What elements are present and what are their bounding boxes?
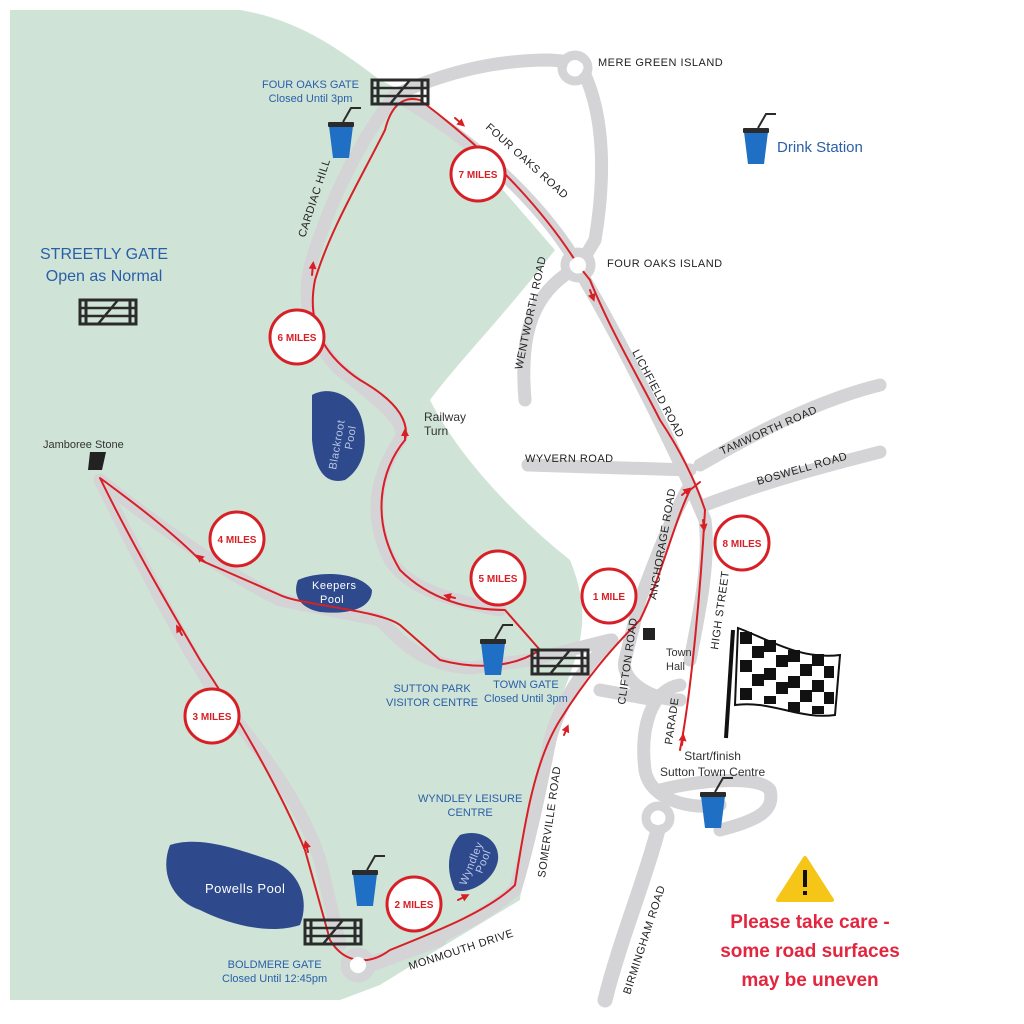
place-line: Start/finish	[684, 749, 741, 763]
road-label-high-street: HIGH STREET	[709, 570, 732, 650]
gate-name: STREETLY GATE	[40, 246, 169, 263]
pool-label-keepers-1: Keepers	[312, 580, 356, 592]
jamboree-stone-label: Jamboree Stone	[43, 439, 124, 451]
mere-green-roundabout	[567, 60, 583, 76]
place-line: Turn	[424, 424, 449, 438]
warning-line: some road surfaces	[720, 941, 900, 962]
road-label-tamworth-road: TAMWORTH ROAD	[718, 404, 819, 458]
mile-marker-7: 7 MILES	[449, 145, 507, 203]
start-finish-label: Start/finish Sutton Town Centre	[660, 748, 765, 780]
drink-cup-icon	[742, 113, 777, 165]
warning-line: Please take care -	[730, 912, 890, 933]
four-oaks-gate-label: FOUR OAKS GATE Closed Until 3pm	[262, 78, 359, 106]
jamboree-stone-icon	[88, 452, 106, 470]
svg-text:2 MILES: 2 MILES	[395, 900, 434, 911]
svg-text:6 MILES: 6 MILES	[278, 333, 317, 344]
town-roundabout	[651, 811, 665, 825]
gate-name: BOLDMERE GATE	[227, 959, 322, 971]
pool-label-keepers-2: Pool	[320, 594, 344, 606]
road-label-four-oaks-island: FOUR OAKS ISLAND	[607, 258, 723, 270]
road-surface-warning: Please take care - some road surfaces ma…	[690, 908, 930, 995]
race-route	[99, 98, 708, 962]
place-line: Town	[666, 647, 692, 659]
place-line: VISITOR CENTRE	[386, 697, 479, 709]
road-label-anchorage-road: ANCHORAGE ROAD	[647, 487, 678, 600]
railway-turn-label: Railway Turn	[424, 410, 466, 438]
town-gate-label: TOWN GATE Closed Until 3pm	[484, 678, 568, 706]
place-line: WYNDLEY LEISURE	[418, 793, 523, 805]
svg-text:8 MILES: 8 MILES	[723, 539, 762, 550]
warning-line: may be uneven	[741, 970, 879, 991]
mile-marker-5: 5 MILES	[469, 549, 527, 607]
svg-text:1 MILE: 1 MILE	[593, 592, 626, 603]
place-line: Hall	[666, 661, 685, 673]
mile-marker-4: 4 MILES	[208, 510, 266, 568]
gate-name: FOUR OAKS GATE	[262, 79, 359, 91]
wyndley-pool	[448, 832, 499, 891]
gate-status: Closed Until 12:45pm	[222, 973, 328, 985]
mile-marker-1: 1 MILE	[580, 567, 638, 625]
gate-name: TOWN GATE	[493, 679, 559, 691]
warning-icon	[776, 856, 834, 902]
boldmere-gate-label: BOLDMERE GATE Closed Until 12:45pm	[222, 958, 327, 986]
visitor-centre-label: SUTTON PARK VISITOR CENTRE	[386, 682, 478, 710]
town-hall-icon	[643, 628, 655, 640]
road-label-mere-green-island: MERE GREEN ISLAND	[598, 57, 723, 69]
svg-text:5 MILES: 5 MILES	[479, 574, 518, 585]
svg-text:3 MILES: 3 MILES	[193, 712, 232, 723]
mile-marker-8: 8 MILES	[713, 514, 771, 572]
road-label-wyvern-road: WYVERN ROAD	[525, 453, 614, 465]
four-oaks-roundabout	[570, 257, 586, 273]
wyndley-centre-label: WYNDLEY LEISURE CENTRE	[418, 792, 522, 820]
mile-marker-3: 3 MILES	[183, 687, 241, 745]
mile-marker-6: 6 MILES	[268, 308, 326, 366]
blackroot-pool	[312, 391, 365, 481]
drink-station-legend-label: Drink Station	[777, 139, 863, 156]
mile-marker-2: 2 MILES	[385, 875, 443, 933]
place-line: Sutton Town Centre	[660, 765, 766, 779]
pool-label-blackroot-2: Pool	[343, 425, 359, 451]
finish-flag-icon	[724, 626, 842, 739]
town-hall-label: Town Hall	[666, 646, 692, 674]
sutton-park-area	[10, 10, 583, 1000]
svg-text:7 MILES: 7 MILES	[459, 170, 498, 181]
gate-status: Closed Until 3pm	[268, 93, 353, 105]
place-line: Railway	[424, 410, 467, 424]
pool-label-powells: Powells Pool	[205, 881, 285, 896]
streetly-gate-label: STREETLY GATE Open as Normal	[40, 244, 168, 288]
powells-pool	[166, 841, 304, 930]
gate-status: Open as Normal	[45, 268, 163, 285]
boldmere-roundabout	[350, 957, 366, 973]
place-line: SUTTON PARK	[393, 683, 471, 695]
svg-text:4 MILES: 4 MILES	[218, 535, 257, 546]
gate-status: Closed Until 3pm	[484, 693, 568, 705]
place-line: CENTRE	[447, 807, 493, 819]
